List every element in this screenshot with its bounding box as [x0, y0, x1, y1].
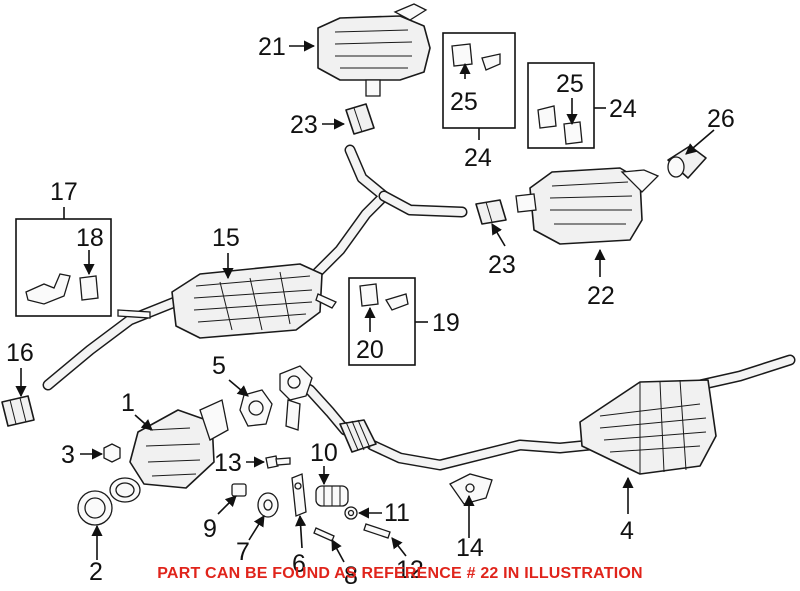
callout-24-left: 24 — [464, 144, 492, 172]
pipe-front-left — [42, 294, 186, 391]
isolator-18 — [79, 275, 99, 301]
gasket-2 — [77, 490, 113, 526]
callout-1: 1 — [121, 389, 135, 417]
bolt-9 — [231, 483, 247, 497]
bolt-8 — [313, 527, 335, 542]
box-17 — [15, 207, 112, 317]
hanger-bracket-14 — [449, 473, 493, 505]
clamp-16 — [1, 395, 35, 427]
callout-9: 9 — [203, 515, 217, 543]
spring-10 — [315, 485, 349, 507]
callout-21: 21 — [258, 33, 286, 61]
callout-7: 7 — [236, 538, 250, 566]
callout-22: 22 — [587, 282, 615, 310]
callout-12: 12 — [396, 556, 424, 584]
callout-5: 5 — [212, 352, 226, 380]
callout-14: 14 — [456, 534, 484, 562]
callout-2: 2 — [89, 558, 103, 586]
main-silencer — [579, 379, 717, 475]
rear-muffler-upper — [317, 3, 431, 97]
callout-10: 10 — [310, 439, 338, 467]
washer-11 — [344, 506, 358, 520]
clamp-23-lower — [475, 199, 507, 225]
clamp-23-upper — [345, 103, 375, 135]
center-resonator — [117, 263, 337, 339]
callout-23-upper: 23 — [290, 111, 318, 139]
exhaust-tip-26 — [667, 145, 707, 179]
callout-8: 8 — [344, 562, 358, 590]
callout-6: 6 — [292, 550, 306, 578]
callout-26: 26 — [707, 105, 735, 133]
bracket-19 — [385, 293, 409, 311]
bracket-24-right — [537, 105, 557, 129]
flex-pipe — [339, 419, 377, 453]
callout-16: 16 — [6, 339, 34, 367]
box-24-left — [442, 32, 516, 140]
callout-19: 19 — [432, 309, 460, 337]
callout-17: 17 — [50, 178, 78, 206]
callout-labels: 21 23 25 24 25 24 26 17 18 15 23 22 19 2… — [6, 33, 735, 590]
callout-25-right: 25 — [556, 70, 584, 98]
callout-25-left: 25 — [450, 88, 478, 116]
pipe-tail — [694, 354, 796, 391]
bolt-13 — [265, 455, 291, 469]
callout-23-lower: 23 — [488, 251, 516, 279]
isolator-25-left — [451, 43, 473, 67]
callout-11: 11 — [384, 499, 410, 527]
bracket-24-left — [481, 53, 501, 71]
nut-3 — [103, 443, 121, 463]
leader-lines — [15, 40, 715, 563]
isolator-25-right — [563, 121, 583, 145]
spacer-7 — [257, 492, 279, 518]
box-19 — [348, 277, 428, 366]
bracket-17 — [25, 273, 71, 305]
bolt-12 — [363, 523, 391, 539]
pipe-y-front — [284, 144, 468, 294]
callout-15: 15 — [212, 224, 240, 252]
gasket-5 — [239, 389, 273, 427]
callout-20: 20 — [356, 336, 384, 364]
bracket-6 — [291, 473, 307, 517]
callout-18: 18 — [76, 224, 104, 252]
callout-4: 4 — [620, 517, 634, 545]
downpipe-flange — [279, 365, 313, 431]
isolator-20 — [359, 283, 379, 307]
callout-24-right: 24 — [609, 95, 637, 123]
callout-3: 3 — [61, 441, 75, 469]
callout-13: 13 — [214, 449, 242, 477]
rear-muffler — [515, 167, 660, 245]
reference-notice: PART CAN BE FOUND AS REFERENCE # 22 IN I… — [157, 565, 643, 582]
